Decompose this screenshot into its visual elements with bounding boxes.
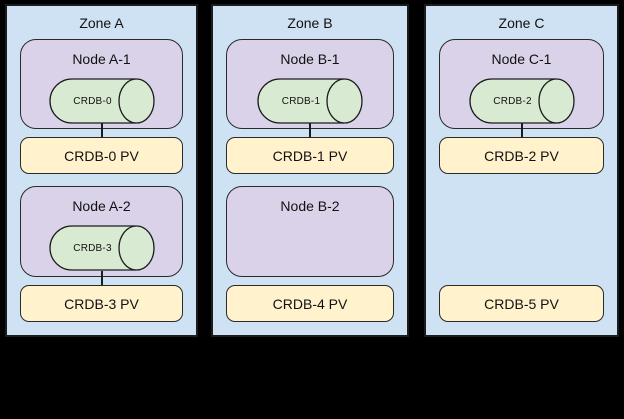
database-cylinder-icon: [48, 225, 155, 271]
database-cylinder-icon: [257, 78, 363, 124]
pv-box: CRDB-1 PV: [226, 137, 394, 174]
node-label: Node B-1: [280, 51, 340, 67]
pv-label: CRDB-0 PV: [64, 147, 139, 164]
cylinder-label: CRDB-2: [493, 95, 532, 107]
pv-box: CRDB-4 PV: [226, 285, 394, 322]
crdb-0-cylinder: CRDB-0: [48, 78, 155, 124]
crdb-3-cylinder: CRDB-3: [48, 225, 155, 271]
pv-label: CRDB-5 PV: [484, 295, 559, 312]
zone-a: Zone A Node A-1 CRDB-0 CRDB-0 PV Node A-…: [5, 4, 198, 337]
pv-box: CRDB-5 PV: [439, 285, 604, 322]
connector-line: [520, 123, 523, 137]
node-label: Node B-2: [280, 198, 340, 214]
connector-line: [100, 271, 103, 285]
zone-b: Zone B Node B-1 CRDB-1 CRDB-1 PV Node B-…: [211, 4, 409, 337]
zone-label: Zone C: [498, 15, 545, 31]
connector-line: [100, 123, 103, 137]
database-cylinder-icon: [468, 78, 575, 124]
cylinder-label: CRDB-0: [73, 95, 112, 107]
node-label: Node A-1: [72, 51, 131, 67]
cylinder-label: CRDB-1: [281, 95, 321, 107]
crdb-2-cylinder: CRDB-2: [468, 78, 575, 124]
node-label: Node C-1: [491, 51, 552, 67]
pv-box: CRDB-3 PV: [20, 285, 183, 322]
crdb-1-cylinder: CRDB-1: [257, 78, 363, 124]
pv-box: CRDB-0 PV: [20, 137, 183, 174]
node-a1-box: Node A-1 CRDB-0: [20, 39, 183, 129]
zone-c: Zone C Node C-1 CRDB-2 CRDB-2 PV CRDB-5 …: [424, 4, 619, 337]
node-b2-box: Node B-2: [226, 186, 394, 277]
zone-label: Zone A: [79, 15, 124, 31]
database-cylinder-icon: [48, 78, 155, 124]
pv-label: CRDB-4 PV: [272, 295, 348, 312]
pv-box: CRDB-2 PV: [439, 137, 604, 174]
pv-label: CRDB-2 PV: [484, 147, 559, 164]
connector-line: [309, 123, 311, 137]
node-b1-box: Node B-1 CRDB-1: [226, 39, 394, 129]
zone-label: Zone B: [287, 15, 333, 31]
node-label: Node A-2: [72, 198, 131, 214]
pv-label: CRDB-3 PV: [64, 295, 139, 312]
node-c1-box: Node C-1 CRDB-2: [439, 39, 604, 129]
pv-label: CRDB-1 PV: [272, 147, 348, 164]
cylinder-label: CRDB-3: [73, 242, 112, 254]
node-a2-box: Node A-2 CRDB-3: [20, 186, 183, 277]
